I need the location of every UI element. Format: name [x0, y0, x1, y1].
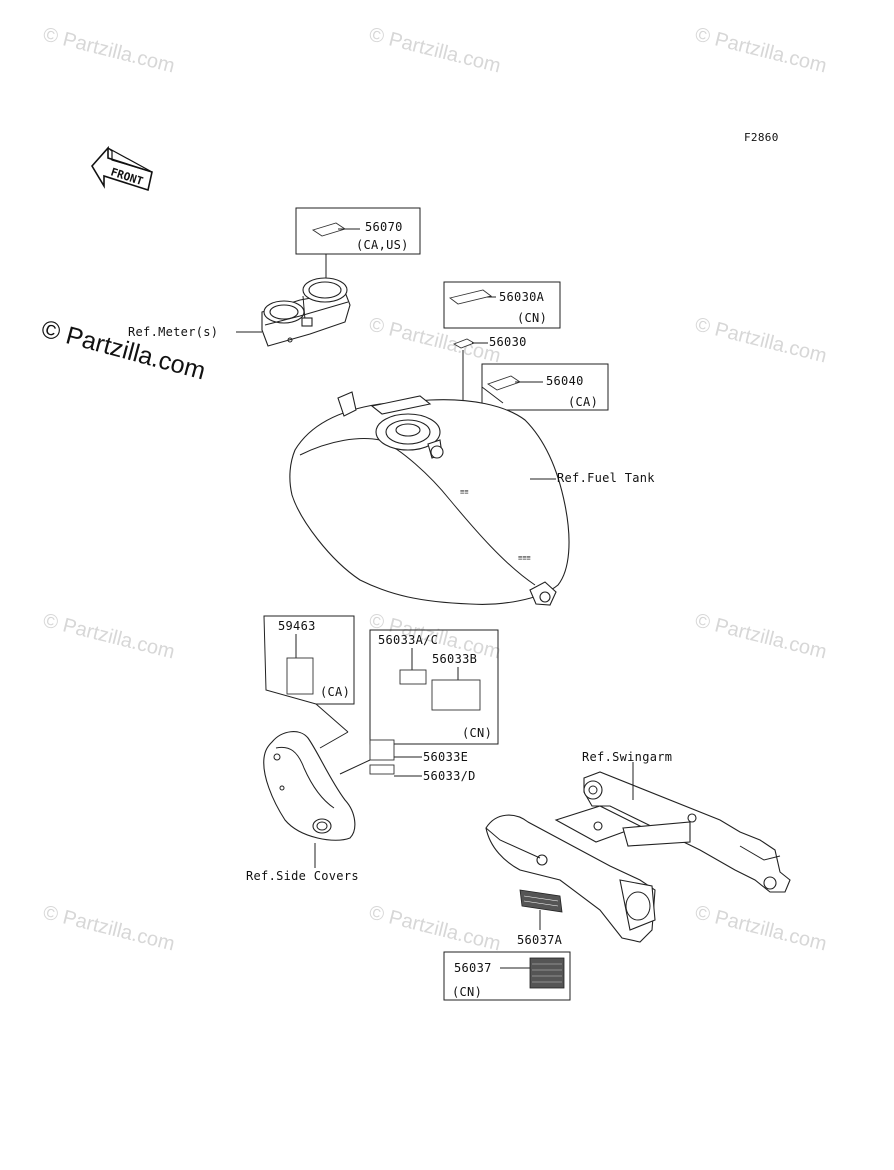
region-56040: (CA) [568, 395, 598, 409]
part-number-56033B: 56033B [432, 652, 477, 666]
watermark: © Partzilla.com [367, 314, 503, 368]
callout-56037: 56037 (CN) [443, 951, 571, 1001]
part-number-56030: 56030 [489, 335, 527, 349]
ref-swingarm-label: Ref.Swingarm [582, 750, 672, 764]
watermark: © Partzilla.com [693, 314, 829, 368]
decal-56030A-icon [448, 289, 493, 305]
svg-text:≡≡≡: ≡≡≡ [518, 554, 531, 562]
decal-56033E-icon [369, 739, 395, 761]
figure-code: F2860 [744, 131, 779, 144]
region-56037: (CN) [452, 985, 482, 999]
callout-56040: 56040 (CA) [481, 363, 609, 411]
part-number-56037: 56037 [454, 961, 492, 975]
callout-56030A: 56030A (CN) [443, 281, 561, 329]
ref-meter-label: Ref.Meter(s) [128, 325, 218, 339]
part-number-56033D: 56033/D [423, 769, 476, 783]
watermark: © Partzilla.com [693, 902, 829, 956]
part-number-59463: 59463 [278, 619, 316, 633]
part-number-56040: 56040 [546, 374, 584, 388]
ref-fuel-tank-label: Ref.Fuel Tank [557, 471, 655, 485]
fuel-tank: ≡≡ ≡≡≡ [289, 391, 570, 606]
watermark: © Partzilla.com [367, 24, 503, 78]
ref-side-covers-label: Ref.Side Covers [246, 869, 359, 883]
decal-56033AC-icon [399, 669, 427, 685]
meter-assembly [261, 277, 351, 347]
watermark: © Partzilla.com [693, 610, 829, 664]
front-arrow-icon: FRONT [91, 145, 153, 192]
side-cover [263, 731, 356, 841]
region-56070: (CA,US) [356, 238, 409, 252]
part-number-56033E: 56033E [423, 750, 468, 764]
part-number-56033AC: 56033A/C [378, 633, 438, 647]
callout-59463: 59463 (CA) [263, 615, 355, 749]
watermark: © Partzilla.com [41, 902, 177, 956]
part-number-56070: 56070 [365, 220, 403, 234]
swingarm [485, 771, 791, 943]
region-56033B: (CN) [462, 726, 492, 740]
decal-56037A-icon [519, 889, 563, 913]
region-56030A: (CN) [517, 311, 547, 325]
decal-56040-icon [486, 375, 522, 391]
callout-56033: 56033A/C 56033B (CN) [369, 629, 499, 745]
part-number-56037A: 56037A [517, 933, 563, 947]
watermark: © Partzilla.com [693, 24, 829, 78]
decal-56033D-icon [369, 764, 395, 775]
watermark: © Partzilla.com [41, 24, 177, 78]
region-59463: (CA) [320, 685, 350, 699]
decal-56033B-icon [431, 679, 481, 711]
part-number-56030A: 56030A [499, 290, 545, 304]
watermark: © Partzilla.com [41, 610, 177, 664]
callout-56070: 56070 (CA,US) [295, 207, 421, 283]
decal-59463-icon [286, 657, 314, 695]
watermark: © Partzilla.com [367, 902, 503, 956]
svg-text:≡≡: ≡≡ [460, 488, 468, 496]
decal-56037-icon [529, 957, 565, 989]
